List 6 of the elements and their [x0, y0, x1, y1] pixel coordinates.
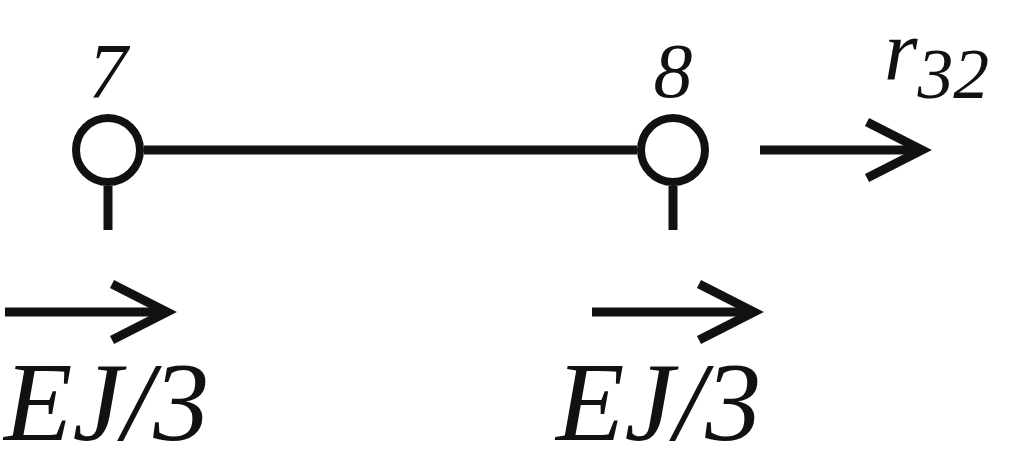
joint-number: 8: [652, 36, 694, 108]
joint-number: 7: [87, 36, 131, 108]
displacement-label: r$_{32}$: [884, 8, 990, 111]
beam-line: [144, 145, 637, 155]
stiffness-label: EJ/3: [4, 346, 210, 458]
stiffness-label: EJ/3: [556, 346, 762, 458]
